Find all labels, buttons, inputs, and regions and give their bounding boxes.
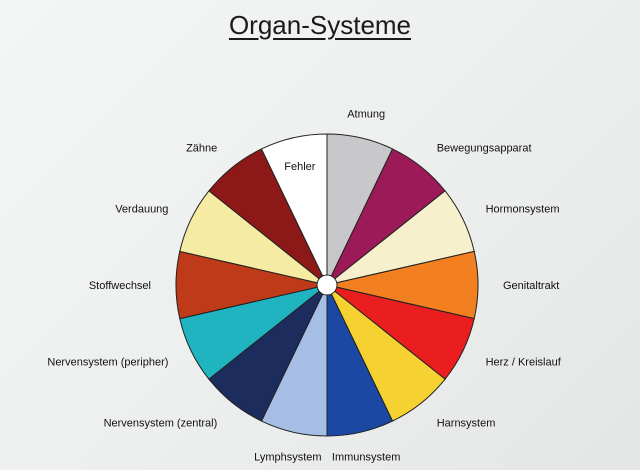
slice-label: Harnsystem [437,418,496,430]
slice-label: Genitaltrakt [503,280,559,292]
slice-label: Nervensystem (peripher) [47,356,168,368]
slice-label: Zähne [186,142,217,154]
pie-slice [260,133,328,286]
slice-label: Bewegungsapparat [437,142,532,154]
center-hole [316,274,338,296]
slice-label: Atmung [347,108,385,120]
slice-label: Nervensystem (zentral) [104,418,218,430]
slice-label: Stoffwechsel [89,280,151,292]
slice-label: Hormonsystem [486,204,560,216]
slice-label: Fehler [284,161,316,173]
chart-title: Organ-Systeme [228,10,412,40]
slice-label: Immunsystem [332,452,400,464]
slice-label: Verdauung [115,204,168,216]
slice-label: Herz / Kreislauf [486,356,562,368]
slice-label: Lymphsystem [254,452,321,464]
